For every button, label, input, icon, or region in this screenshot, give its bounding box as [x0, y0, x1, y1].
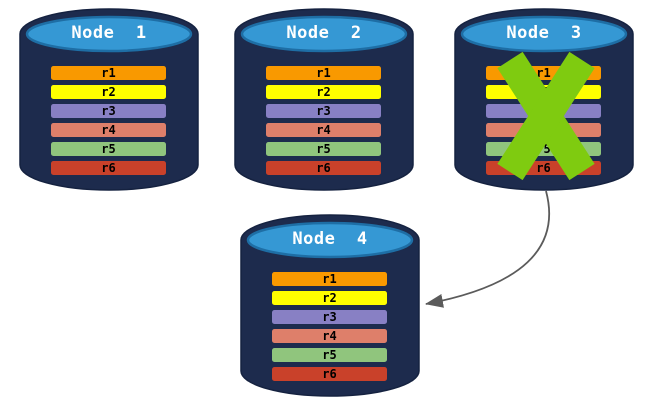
node-4: Node 4 r1 r2 r3 r4 r5 r6 — [240, 214, 420, 398]
failover-arrow-path — [425, 190, 551, 308]
record-bar-r3: r3 — [272, 310, 387, 324]
record-bar-r2: r2 — [51, 85, 166, 99]
record-bar-r5: r5 — [272, 348, 387, 362]
record-bar-r1: r1 — [272, 272, 387, 286]
record-bar-r5: r5 — [51, 142, 166, 156]
node-2: Node 2 r1 r2 r3 r4 r5 r6 — [234, 8, 414, 192]
record-bar-r6: r6 — [272, 367, 387, 381]
record-bar-r2: r2 — [266, 85, 381, 99]
cylinder-top — [240, 15, 408, 53]
record-bar-r1: r1 — [51, 66, 166, 80]
record-bar-r4: r4 — [266, 123, 381, 137]
node-4-record-list: r1 r2 r3 r4 r5 r6 — [272, 272, 387, 386]
record-bar-r6: r6 — [51, 161, 166, 175]
record-bar-r6: r6 — [266, 161, 381, 175]
cylinder-top — [246, 221, 414, 259]
record-bar-r3: r3 — [266, 104, 381, 118]
node-2-title: Node 2 — [286, 23, 362, 43]
cylinder-top — [460, 15, 628, 53]
node-4-title: Node 4 — [292, 229, 368, 249]
node-1-title: Node 1 — [71, 23, 147, 43]
record-bar-r1: r1 — [266, 66, 381, 80]
cylinder-top — [25, 15, 193, 53]
node-2-record-list: r1 r2 r3 r4 r5 r6 — [266, 66, 381, 180]
record-bar-r5: r5 — [266, 142, 381, 156]
node-1-record-list: r1 r2 r3 r4 r5 r6 — [51, 66, 166, 180]
record-bar-r3: r3 — [51, 104, 166, 118]
record-bar-r4: r4 — [272, 329, 387, 343]
record-bar-r4: r4 — [51, 123, 166, 137]
record-bar-r2: r2 — [272, 291, 387, 305]
failure-x-icon — [497, 51, 595, 181]
node-1: Node 1 r1 r2 r3 r4 r5 r6 — [19, 8, 199, 192]
node-3-title: Node 3 — [506, 23, 582, 43]
